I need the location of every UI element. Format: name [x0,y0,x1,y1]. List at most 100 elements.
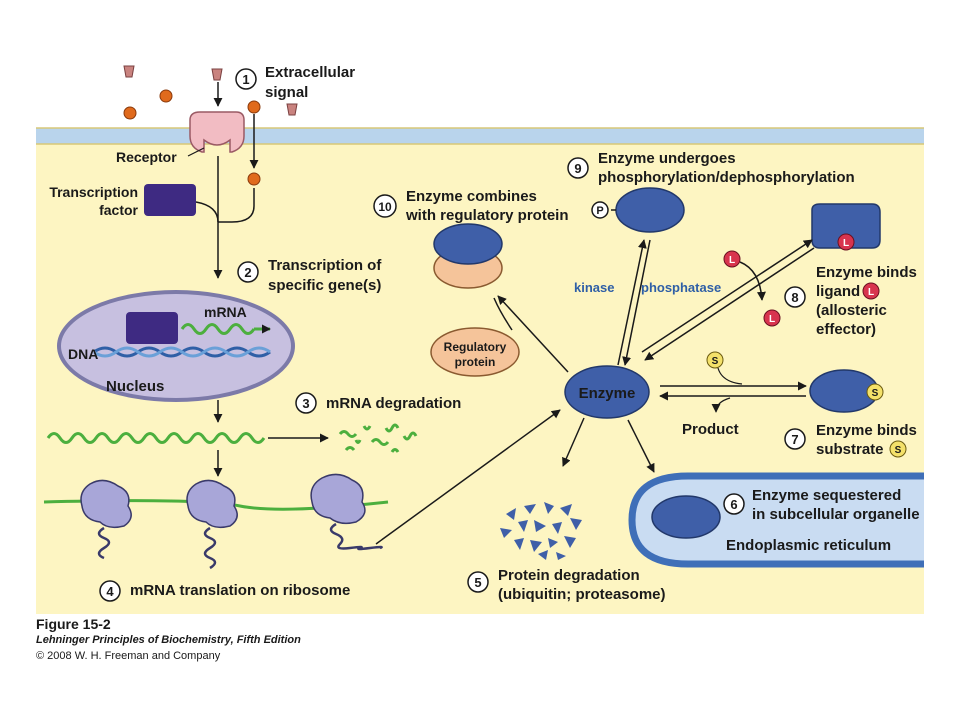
substrate-molecule [706,351,724,369]
svg-text:signal: signal [265,84,308,101]
figure-number: Figure 15-2 [36,616,111,632]
signal-molecule [123,65,135,78]
dna-double-helix [93,346,271,358]
kinase-label: kinase [574,280,614,295]
step-9-label: Enzyme undergoes [598,150,736,167]
step-8-label: Enzyme binds [816,264,917,281]
step-6-badge [723,493,745,515]
transcription-factor-icon [144,184,196,216]
protein-fragments [500,502,582,560]
enzyme-icon [564,365,650,419]
svg-text:L: L [769,314,775,325]
svg-text:in subcellular organelle: in subcellular organelle [752,506,920,523]
step-2-label: Transcription of [268,257,382,274]
svg-text:7: 7 [791,432,798,447]
svg-text:S: S [712,356,719,367]
step-1-badge [235,68,257,90]
ribosome-icon [80,479,132,560]
released-ligand [763,309,781,327]
step-6-label: Enzyme sequestered [752,487,901,504]
phosphate-tag [591,201,609,219]
step-2-badge [237,261,259,283]
free-ligand [723,250,741,268]
receptor-label: Receptor [116,149,177,165]
endoplasmic-reticulum [628,472,924,568]
svg-text:S: S [895,445,902,456]
ribosome-icon [310,473,383,551]
bound-ligand [837,233,855,251]
svg-text:3: 3 [302,396,309,411]
svg-text:2: 2 [244,265,251,280]
svg-text:L: L [843,238,849,249]
nucleus [57,290,295,402]
degraded-mrna-fragments [338,423,418,453]
step-9-badge [567,157,589,179]
signal-ball [247,100,261,114]
ligand-bound-enzyme-icon [811,203,881,249]
svg-text:protein: protein [455,355,496,369]
step-5-label: Protein degradation [498,567,640,584]
svg-text:P: P [596,205,603,217]
svg-text:9: 9 [574,161,581,176]
svg-text:4: 4 [106,584,114,599]
sequestered-enzyme-icon [651,495,721,539]
step-1-label: Extracellular [265,64,355,81]
step-3-badge [295,392,317,414]
step-3-label: mRNA degradation [326,395,461,412]
step-4-label: mRNA translation on ribosome [130,582,350,599]
svg-text:S: S [872,388,879,399]
svg-text:10: 10 [378,200,392,214]
step-7-badge [784,428,806,450]
copyright-line: © 2008 W. H. Freeman and Company [36,650,221,662]
svg-text:L: L [729,255,735,266]
book-title: Lehninger Principles of Biochemistry, Fi… [36,634,301,646]
svg-text:8: 8 [791,290,798,305]
step-5-badge [467,571,489,593]
er-label: Endoplasmic reticulum [726,537,891,554]
step-10-badge [373,194,397,218]
svg-text:with regulatory protein: with regulatory protein [405,207,569,224]
signal-ball [159,89,173,103]
regulatory-protein-icon [430,327,520,377]
substrate-symbol [889,440,907,458]
plasma-membrane [36,128,924,144]
internalized-signal [247,172,261,186]
svg-text:substrate: substrate [816,441,884,458]
enzyme-label: Enzyme [579,385,636,402]
nucleus-label: Nucleus [106,378,164,395]
step-4-badge [99,580,121,602]
svg-text:L: L [868,287,874,298]
svg-text:ligand: ligand [816,283,860,300]
step-7-label: Enzyme binds [816,422,917,439]
svg-text:6: 6 [730,497,737,512]
phosphatase-label: phosphatase [641,280,721,295]
step-8-badge [784,286,806,308]
nucleus-transcription-factor [126,312,178,344]
bound-substrate [866,383,884,401]
svg-text:specific gene(s): specific gene(s) [268,277,381,294]
ribosome-icon [186,479,238,570]
signal-molecule [211,68,223,81]
step-10-label: Enzyme combines [406,188,537,205]
regulatory-protein-label: Regulatory [444,340,507,354]
signal-ball [123,106,137,120]
svg-text:(ubiquitin; proteasome): (ubiquitin; proteasome) [498,586,666,603]
mrna-label: mRNA [204,304,247,320]
svg-text:phosphorylation/dephosphorylat: phosphorylation/dephosphorylation [598,169,855,186]
nascent-mrna [180,323,256,335]
phosphorylated-enzyme-icon [615,187,685,233]
svg-text:5: 5 [474,575,481,590]
svg-text:(allosteric: (allosteric [816,302,887,319]
svg-text:1: 1 [242,72,249,87]
signal-molecule [286,103,298,116]
transcription-factor-label: Transcription [49,184,138,200]
extracellular-signals [123,65,298,120]
dna-label: DNA [68,346,98,362]
enzyme-bound-to-regulator [433,223,503,265]
receptor-icon [189,111,245,153]
svg-text:factor: factor [99,202,138,218]
mrna-strand [46,432,266,444]
svg-text:effector): effector) [816,321,876,338]
ligand-symbol [862,282,880,300]
